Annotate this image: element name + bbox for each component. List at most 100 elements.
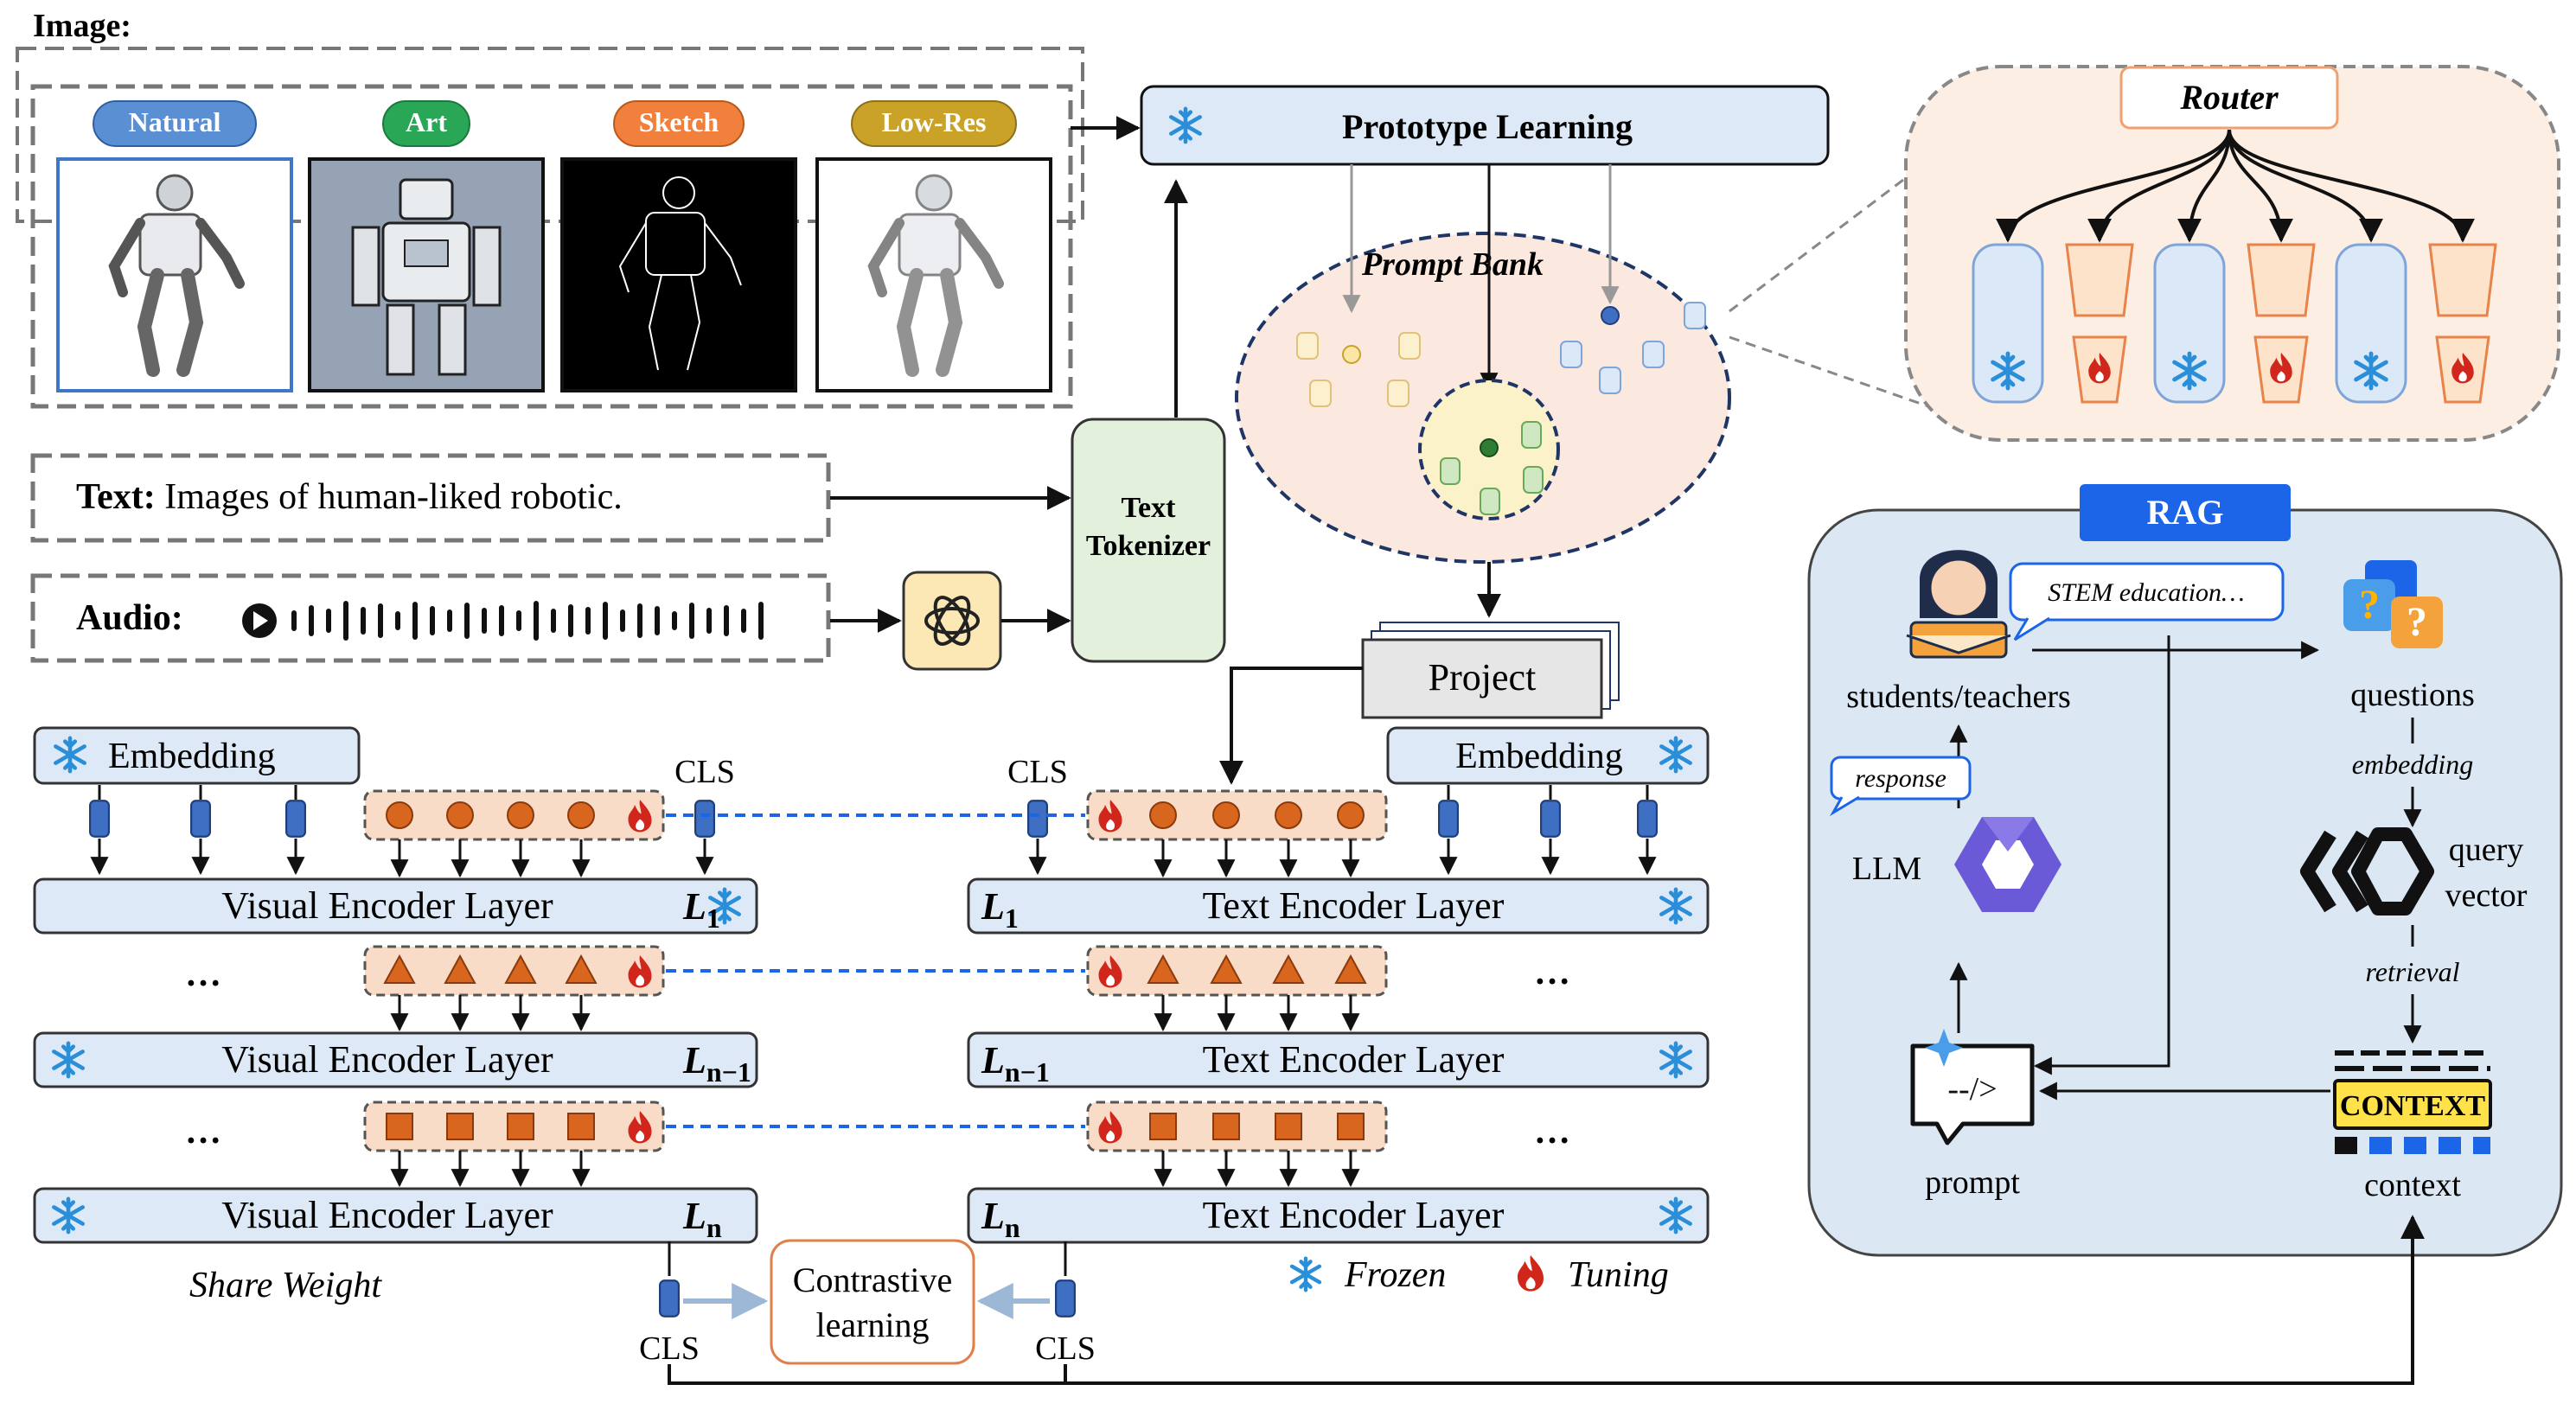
visual-prompt-strip	[363, 789, 665, 841]
student-icon	[1906, 550, 2011, 659]
prompt-cluster-blue	[1560, 302, 1706, 394]
questions-label: questions	[2350, 677, 2475, 713]
text-prompt-strip	[1086, 945, 1388, 997]
svg-text:?: ?	[2359, 582, 2380, 628]
contrastive-label-1: Contrastive	[793, 1260, 952, 1299]
legend-tuning-icon	[1518, 1255, 1544, 1292]
prompt-token	[446, 801, 474, 829]
svg-text:?: ?	[2407, 599, 2427, 645]
image-tile-art	[308, 157, 545, 392]
text-tokenizer: Text Tokenizer	[1071, 418, 1226, 663]
visual-encoder-layer-label: Visual Encoder Layer	[221, 1194, 553, 1236]
prompt-token	[507, 1113, 534, 1140]
prompt-token	[567, 1113, 595, 1140]
image-tile-natural	[56, 157, 293, 392]
visual-dots-2: …	[185, 1112, 221, 1152]
stem-bubble: STEM education…	[2009, 562, 2285, 641]
visual-encoder-layer-label: Visual Encoder Layer	[221, 1038, 553, 1081]
router-expert-frozen	[2335, 243, 2407, 404]
image-panel-border	[16, 47, 1084, 223]
prompt-bank: Prompt Bank	[1235, 164, 1731, 564]
tag-sketch: Sketch	[613, 100, 745, 147]
tag-sketch-label: Sketch	[639, 106, 719, 137]
project-box: Project	[1361, 622, 1620, 719]
prompt-token	[504, 954, 537, 984]
text-dots-2: …	[1534, 1112, 1570, 1152]
context-icon: CONTEXT	[2333, 1050, 2492, 1154]
visual-layer-index: L1	[682, 885, 720, 934]
text-encoder-layer: Text Encoder Layer L1	[967, 877, 1710, 935]
visual-encoder-layer-label: Visual Encoder Layer	[221, 884, 553, 927]
tag-art: Art	[382, 100, 470, 147]
prompt-token	[567, 801, 595, 829]
tag-natural: Natural	[93, 100, 257, 147]
visual-layer-index: Ln−1	[682, 1039, 751, 1088]
prompt-token	[1212, 1113, 1240, 1140]
prompt-token	[1275, 1113, 1302, 1140]
legend-frozen-label: Frozen	[1344, 1255, 1446, 1295]
llm-icon	[1954, 817, 2061, 912]
text-encoder-layer: Text Encoder Layer Ln−1	[967, 1031, 1710, 1088]
router-expert-tuning	[2247, 243, 2316, 404]
text-embedding-token	[1637, 800, 1658, 838]
visual-cls-token	[694, 800, 715, 838]
router-expert-tuning	[2428, 243, 2497, 404]
router-expert-frozen	[1972, 243, 2044, 404]
openai-whisper-icon	[902, 571, 1002, 671]
visual-embedding-label: Embedding	[108, 737, 276, 776]
share-weight-label: Share Weight	[189, 1266, 382, 1305]
text-embedding-token	[1438, 800, 1459, 838]
prompt-token	[386, 1113, 413, 1140]
prompt-token	[444, 954, 476, 984]
text-encoder-layer-label: Text Encoder Layer	[1203, 884, 1505, 927]
prompt-bank-label: Prompt Bank	[1361, 246, 1544, 283]
router-expert-frozen	[2153, 243, 2226, 404]
text-layer-index: L1	[981, 885, 1019, 934]
questions-icon: ? ?	[2343, 560, 2443, 648]
text-embedding: Embedding	[1386, 726, 1710, 785]
text-encoder-layer: Text Encoder Layer Ln	[967, 1187, 1710, 1244]
tag-art-label: Art	[406, 106, 447, 137]
text-embedding-label: Embedding	[1455, 737, 1623, 776]
tokenizer-label-1: Text	[1122, 492, 1177, 524]
text-layer-index: Ln	[981, 1195, 1020, 1243]
text-encoder-layer-label: Text Encoder Layer	[1203, 1194, 1505, 1236]
svg-text:--/>: --/>	[1947, 1071, 1997, 1107]
text-encoder-layer-label: Text Encoder Layer	[1203, 1038, 1505, 1081]
contrastive-learning-box: Contrastive learning	[770, 1239, 975, 1365]
stem-bubble-text: STEM education…	[2048, 578, 2244, 607]
router-panel: Router	[1904, 65, 2560, 442]
prompt-cluster-yellow	[1296, 332, 1421, 407]
query-vector-icon	[2300, 827, 2434, 916]
image-tile-lowres	[815, 157, 1052, 392]
context-badge: CONTEXT	[2340, 1090, 2485, 1122]
contrastive-label-2: learning	[815, 1305, 929, 1344]
text-cls-label-top: CLS	[1007, 754, 1068, 790]
image-tile-sketch	[560, 157, 797, 392]
visual-embedding-token	[190, 800, 211, 838]
prompt-token	[565, 954, 598, 984]
rag-panel: RAG students/teachers STEM education… ? …	[1807, 484, 2563, 1257]
prompt-token	[1337, 1113, 1365, 1140]
llm-label: LLM	[1852, 851, 1921, 887]
robot-sketch-icon	[618, 176, 742, 371]
context-label: context	[2364, 1167, 2461, 1203]
text-cls-token-out	[1055, 1279, 1076, 1317]
prompt-token	[1272, 954, 1305, 984]
prompt-token	[383, 954, 416, 984]
visual-cls-token-out	[659, 1279, 680, 1317]
audio-input-panel	[30, 573, 831, 663]
response-bubble: response	[1829, 756, 1972, 817]
prompt-token	[1149, 1113, 1177, 1140]
robot-lowres-icon	[867, 174, 1004, 377]
text-prompt-strip	[1086, 1101, 1388, 1152]
text-input-panel	[30, 453, 831, 543]
text-layer-index: Ln−1	[981, 1039, 1050, 1088]
legend-tuning-label: Tuning	[1568, 1255, 1669, 1295]
prototype-learning-box: Prototype Learning	[1140, 85, 1830, 166]
robot-icon	[108, 174, 245, 377]
image-section-title: Image:	[33, 8, 131, 44]
visual-encoder-layer: Visual Encoder Layer Ln−1	[33, 1031, 758, 1088]
